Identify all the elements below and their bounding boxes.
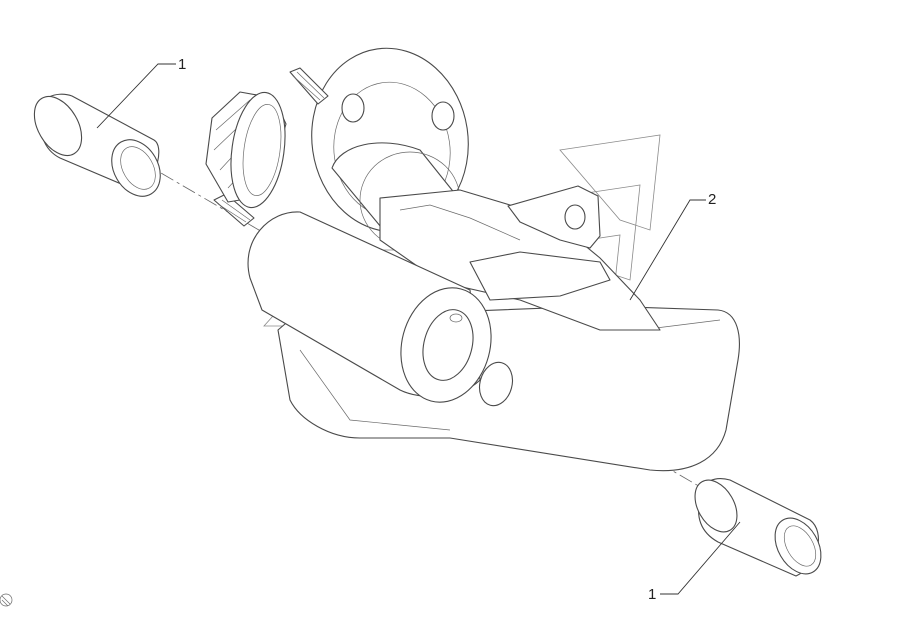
leader-line-1-bottom: [660, 521, 741, 595]
leader-line-1-top: [96, 63, 176, 129]
bushing-top-left: [33, 93, 161, 197]
leader-line-2: [629, 199, 706, 301]
callout-label-1-bottom: 1: [648, 586, 656, 603]
callout-label-1-top: 1: [178, 56, 186, 73]
wheel-hub: [205, 47, 469, 254]
callout-label-2: 2: [708, 191, 716, 208]
bushing-bottom-right: [694, 478, 822, 577]
corner-logo-icon: [0, 593, 13, 607]
knuckle-housing: [247, 185, 740, 472]
